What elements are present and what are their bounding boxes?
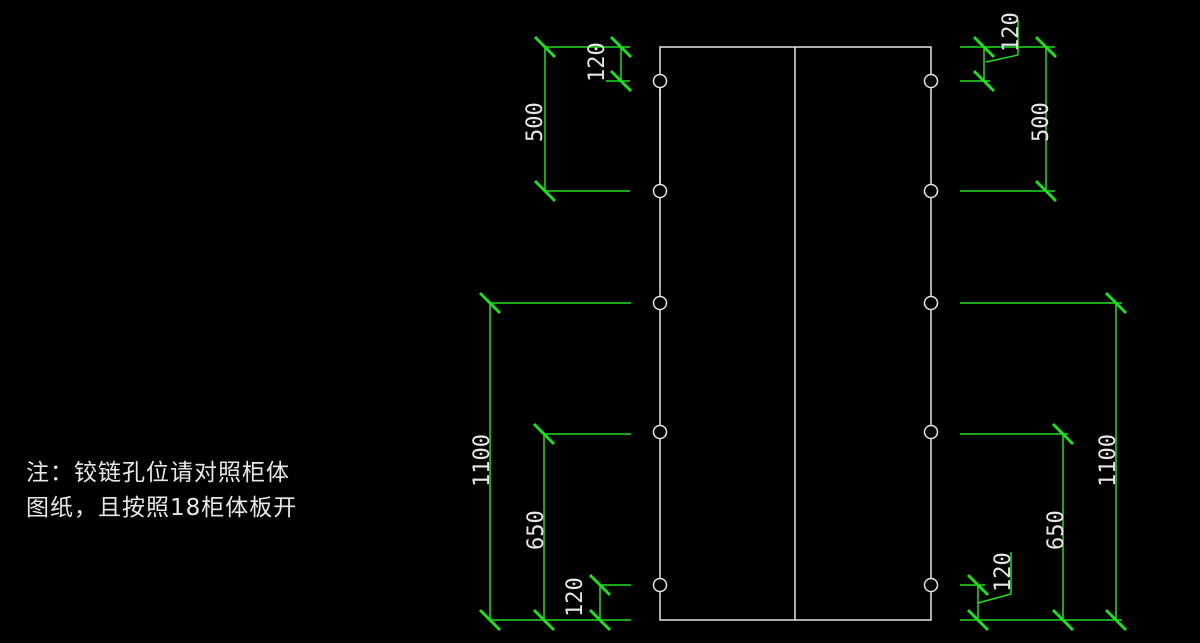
- hinge-hole-left-5: [652, 577, 668, 593]
- hinge-hole-left-1: [652, 73, 668, 89]
- dim-label-bottom-left-120: 120: [563, 577, 588, 617]
- hinge-hole-right-4: [923, 424, 939, 440]
- note-line-1: 注：铰链孔位请对照柜体: [26, 460, 290, 486]
- dim-bottom-left: [478, 291, 631, 632]
- dim-label-top-right-500: 500: [1029, 102, 1054, 142]
- dim-label-bottom-right-120: 120: [991, 552, 1016, 592]
- hinge-hole-right-2: [923, 183, 939, 199]
- hinge-hole-right-3: [923, 295, 939, 311]
- door-panel: [659, 46, 932, 621]
- dim-label-bottom-left-650: 650: [524, 510, 549, 550]
- hinge-hole-left-2: [652, 183, 668, 199]
- hinge-hole-right-1: [923, 73, 939, 89]
- dim-label-top-left-500: 500: [523, 102, 548, 142]
- dim-top-right: [960, 20, 1058, 203]
- note-line-2: 图纸，且按照18柜体板开: [26, 495, 298, 521]
- dim-label-bottom-right-1100: 1100: [1096, 434, 1121, 487]
- dim-label-bottom-right-650: 650: [1044, 510, 1069, 550]
- dim-label-bottom-left-1100: 1100: [470, 434, 495, 487]
- hinge-hole-left-4: [652, 424, 668, 440]
- dim-label-top-right-120: 120: [999, 12, 1024, 52]
- hinge-hole-right-5: [923, 577, 939, 593]
- dim-top-left: [533, 35, 633, 203]
- dim-bottom-right: [960, 291, 1128, 632]
- hinge-hole-left-3: [652, 295, 668, 311]
- dim-label-top-left-120: 120: [585, 42, 610, 82]
